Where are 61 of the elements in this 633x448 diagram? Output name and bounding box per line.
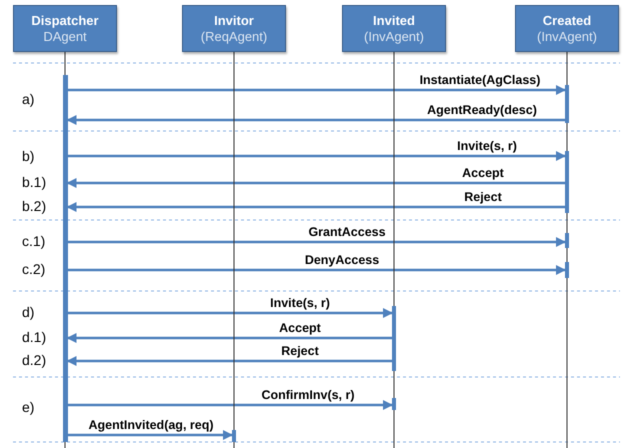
participant-box	[342, 5, 446, 52]
activation-bar	[232, 430, 236, 442]
edge-label: Accept	[277, 321, 323, 335]
message-arrow	[68, 400, 393, 410]
participant-type: DAgent	[43, 28, 87, 44]
activation-bar	[565, 233, 569, 248]
edge-label: Invite(s, r)	[268, 296, 332, 310]
edge-label: Reject	[462, 190, 504, 204]
step-label: c.2)	[22, 261, 46, 277]
lifeline	[64, 52, 66, 76]
edge-label: ConfirmInv(s, r)	[259, 388, 357, 402]
participant-box	[13, 5, 117, 52]
edge-label: AgentReady(desc)	[425, 103, 539, 117]
edge-label: GrantAccess	[306, 225, 388, 239]
message-arrow	[66, 333, 392, 343]
participant-name: Invitor	[214, 12, 254, 28]
message-arrow	[66, 202, 565, 212]
step-label: b)	[22, 148, 34, 164]
lifeline	[566, 52, 568, 86]
message-arrow	[66, 115, 565, 125]
message-arrow	[68, 308, 393, 318]
step-label: d.1)	[22, 329, 46, 345]
edge-label: Instantiate(AgClass)	[418, 73, 542, 87]
participant-name: Dispatcher	[31, 12, 99, 28]
participant-name: Invited	[373, 12, 415, 28]
step-label: b.1)	[22, 174, 46, 190]
lifeline	[566, 278, 568, 448]
activation-bar	[565, 151, 569, 213]
message-arrow	[66, 356, 392, 366]
lifeline	[566, 248, 568, 262]
message-arrow	[68, 151, 566, 161]
edge-label: Accept	[460, 166, 506, 180]
activation-bar	[565, 85, 569, 123]
participant-type: (InvAgent)	[537, 28, 597, 44]
lifeline	[566, 122, 568, 152]
edge-label: Reject	[279, 344, 321, 358]
activation-bar	[392, 306, 396, 371]
activation-bar	[62, 75, 68, 442]
edge-label: DenyAccess	[302, 253, 382, 267]
step-label: b.2)	[22, 198, 46, 214]
step-label: d.2)	[22, 352, 46, 368]
activation-bar	[392, 398, 396, 410]
participant-type: (ReqAgent)	[200, 28, 268, 44]
participant-box	[182, 5, 286, 52]
message-arrow	[66, 178, 565, 188]
participant-name: Created	[542, 12, 592, 28]
message-arrow	[68, 85, 566, 95]
message-arrow	[68, 237, 566, 247]
step-label: e)	[22, 399, 34, 415]
activation-bar	[565, 262, 569, 278]
lifeline	[566, 212, 568, 234]
message-arrow	[68, 430, 233, 440]
participant-type: (InvAgent)	[364, 28, 424, 44]
step-label: c.1)	[22, 233, 46, 249]
message-arrow	[68, 265, 566, 275]
lifeline	[64, 442, 66, 448]
participant-box	[515, 5, 619, 52]
edge-label: Invite(s, r)	[455, 139, 519, 153]
step-label: d)	[22, 304, 34, 320]
edge-label: AgentInvited(ag, req)	[86, 418, 216, 432]
step-label: a)	[22, 91, 34, 107]
